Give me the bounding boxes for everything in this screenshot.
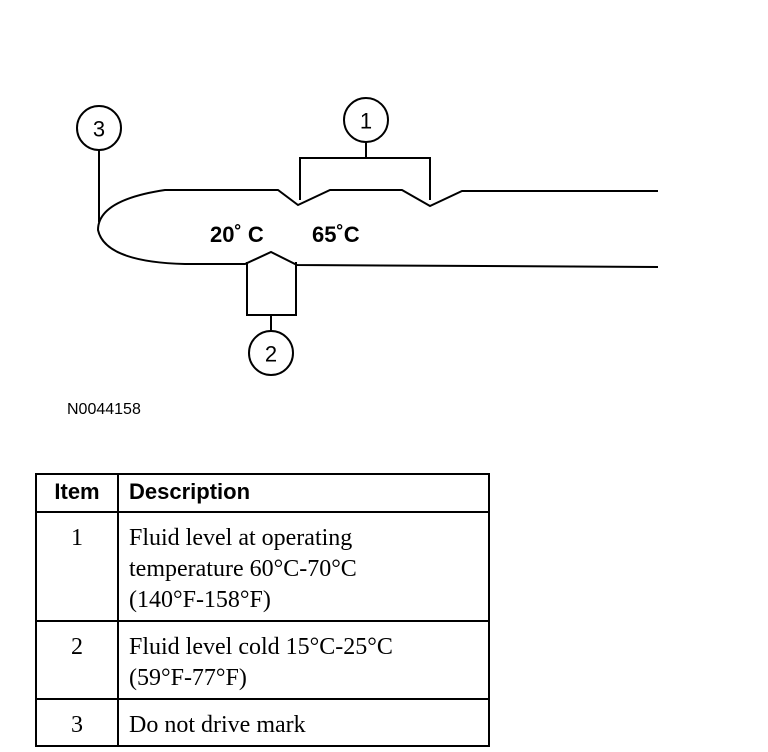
legend-header-row: Item Description	[35, 473, 490, 513]
header-item: Item	[35, 473, 119, 513]
figure-id: N0044158	[67, 401, 141, 418]
item-cell: 2	[35, 620, 119, 700]
callout-3: 3	[76, 105, 122, 151]
description-line: Fluid level cold 15°C-25°C	[129, 634, 393, 660]
callout-2: 2	[248, 330, 294, 376]
svg-text:2: 2	[265, 342, 277, 367]
cold-temp-label: 20˚ C	[210, 222, 264, 247]
header-description: Description	[117, 473, 490, 513]
description-line: (140°F-158°F)	[129, 587, 271, 613]
description-cell: Fluid level at operating temperature 60°C…	[117, 511, 490, 622]
callout-1: 1	[343, 97, 389, 143]
description-line: Do not drive mark	[129, 712, 306, 738]
description-line: (59°F-77°F)	[129, 665, 247, 691]
cold-range-bracket	[246, 262, 297, 316]
svg-text:1: 1	[360, 109, 372, 134]
legend-body: 1 Fluid level at operating temperature 60°…	[35, 511, 490, 747]
table-row: 3 Do not drive mark	[35, 698, 490, 747]
operating-range-bracket	[299, 157, 431, 200]
description-line: Fluid level at operating	[129, 525, 353, 551]
dipstick-outline	[96, 189, 659, 268]
table-row: 1 Fluid level at operating temperature 60°…	[35, 511, 490, 622]
description-line: temperature 60°C-70°C	[129, 556, 357, 582]
svg-text:3: 3	[93, 117, 105, 142]
item-cell: 3	[35, 698, 119, 747]
description-cell: Do not drive mark	[117, 698, 490, 747]
hot-temp-label: 65˚C	[312, 222, 360, 247]
item-cell: 1	[35, 511, 119, 622]
description-cell: Fluid level cold 15°C-25°C (59°F-77°F)	[117, 620, 490, 700]
table-row: 2 Fluid level cold 15°C-25°C (59°F-77°F)	[35, 620, 490, 700]
dipstick-diagram: 1 2 3 20˚ C 65˚C N0044158	[67, 97, 659, 418]
